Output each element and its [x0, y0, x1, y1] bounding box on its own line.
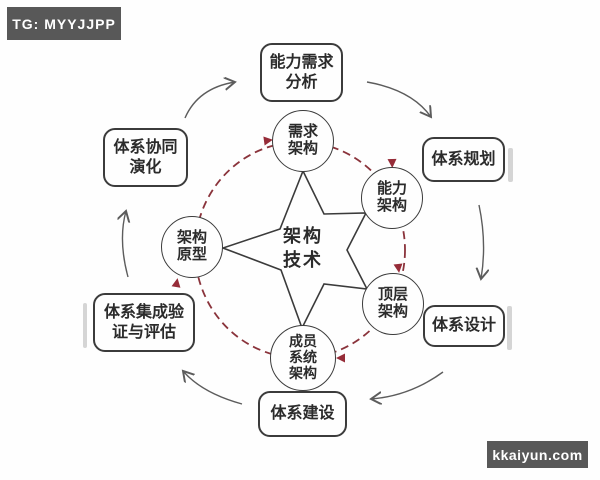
- ring-arrowhead-into-prototype: [171, 278, 181, 288]
- circle-architecture-prototype: 架构 原型: [161, 216, 223, 278]
- circle-member-systems-architecture: 成员 系统 架构: [270, 325, 336, 391]
- circle-capability-architecture-label: 能力 架构: [376, 180, 407, 214]
- arrow-planning-to-design: [479, 204, 484, 279]
- shadow-bar-left-of-verification: [83, 303, 87, 348]
- circle-top-level-architecture: 顶层 架构: [362, 273, 424, 335]
- arrow-verification-to-evolution: [122, 211, 128, 278]
- box-system-collaborative-evolution: 体系协同 演化: [103, 128, 188, 187]
- box-capability-requirements-analysis-label: 能力需求 分析: [269, 53, 334, 91]
- circle-capability-architecture: 能力 架构: [361, 167, 423, 229]
- box-system-collaborative-evolution-label: 体系协同 演化: [113, 138, 178, 176]
- ring-arrowhead-into-capability: [387, 158, 397, 168]
- ring-arrowhead-into-requirements: [263, 136, 273, 146]
- box-system-planning-label: 体系规划: [431, 150, 496, 168]
- ring-arrowhead-into-member-systems: [336, 353, 345, 363]
- circle-requirements-architecture-label: 需求 架构: [287, 123, 318, 157]
- circle-member-systems-architecture-label: 成员 系统 架构: [289, 333, 317, 381]
- box-capability-requirements-analysis: 能力需求 分析: [260, 43, 343, 102]
- circle-requirements-architecture: 需求 架构: [272, 110, 334, 172]
- shadow-bar-right-of-design: [507, 306, 512, 350]
- arrow-analysis-to-planning: [366, 81, 431, 117]
- center-star-label: 架构 技术: [283, 226, 323, 271]
- box-system-construction: 体系建设: [258, 391, 347, 437]
- box-system-planning: 体系规划: [422, 137, 505, 182]
- box-system-design: 体系设计: [423, 305, 505, 347]
- arrow-design-to-construction: [371, 371, 444, 399]
- arrow-construction-to-verification: [183, 371, 243, 405]
- box-system-design-label: 体系设计: [431, 317, 496, 334]
- watermark-badge: kkaiyun.com: [487, 441, 588, 468]
- center-star-shape: [220, 169, 369, 331]
- box-system-integration-verification-evaluation: 体系集成验 证与评估: [93, 293, 195, 352]
- box-system-integration-verification-evaluation-label: 体系集成验 证与评估: [103, 303, 184, 341]
- box-system-construction-label: 体系建设: [270, 405, 335, 422]
- shadow-bar-right-of-planning: [508, 148, 513, 182]
- ring-arrowhead-into-top-level: [393, 263, 403, 273]
- telegram-badge: TG: MYYJJPP: [7, 7, 121, 40]
- circle-top-level-architecture-label: 顶层 架构: [377, 286, 408, 320]
- circle-architecture-prototype-label: 架构 原型: [176, 229, 207, 263]
- arrow-evolution-to-analysis: [184, 82, 235, 119]
